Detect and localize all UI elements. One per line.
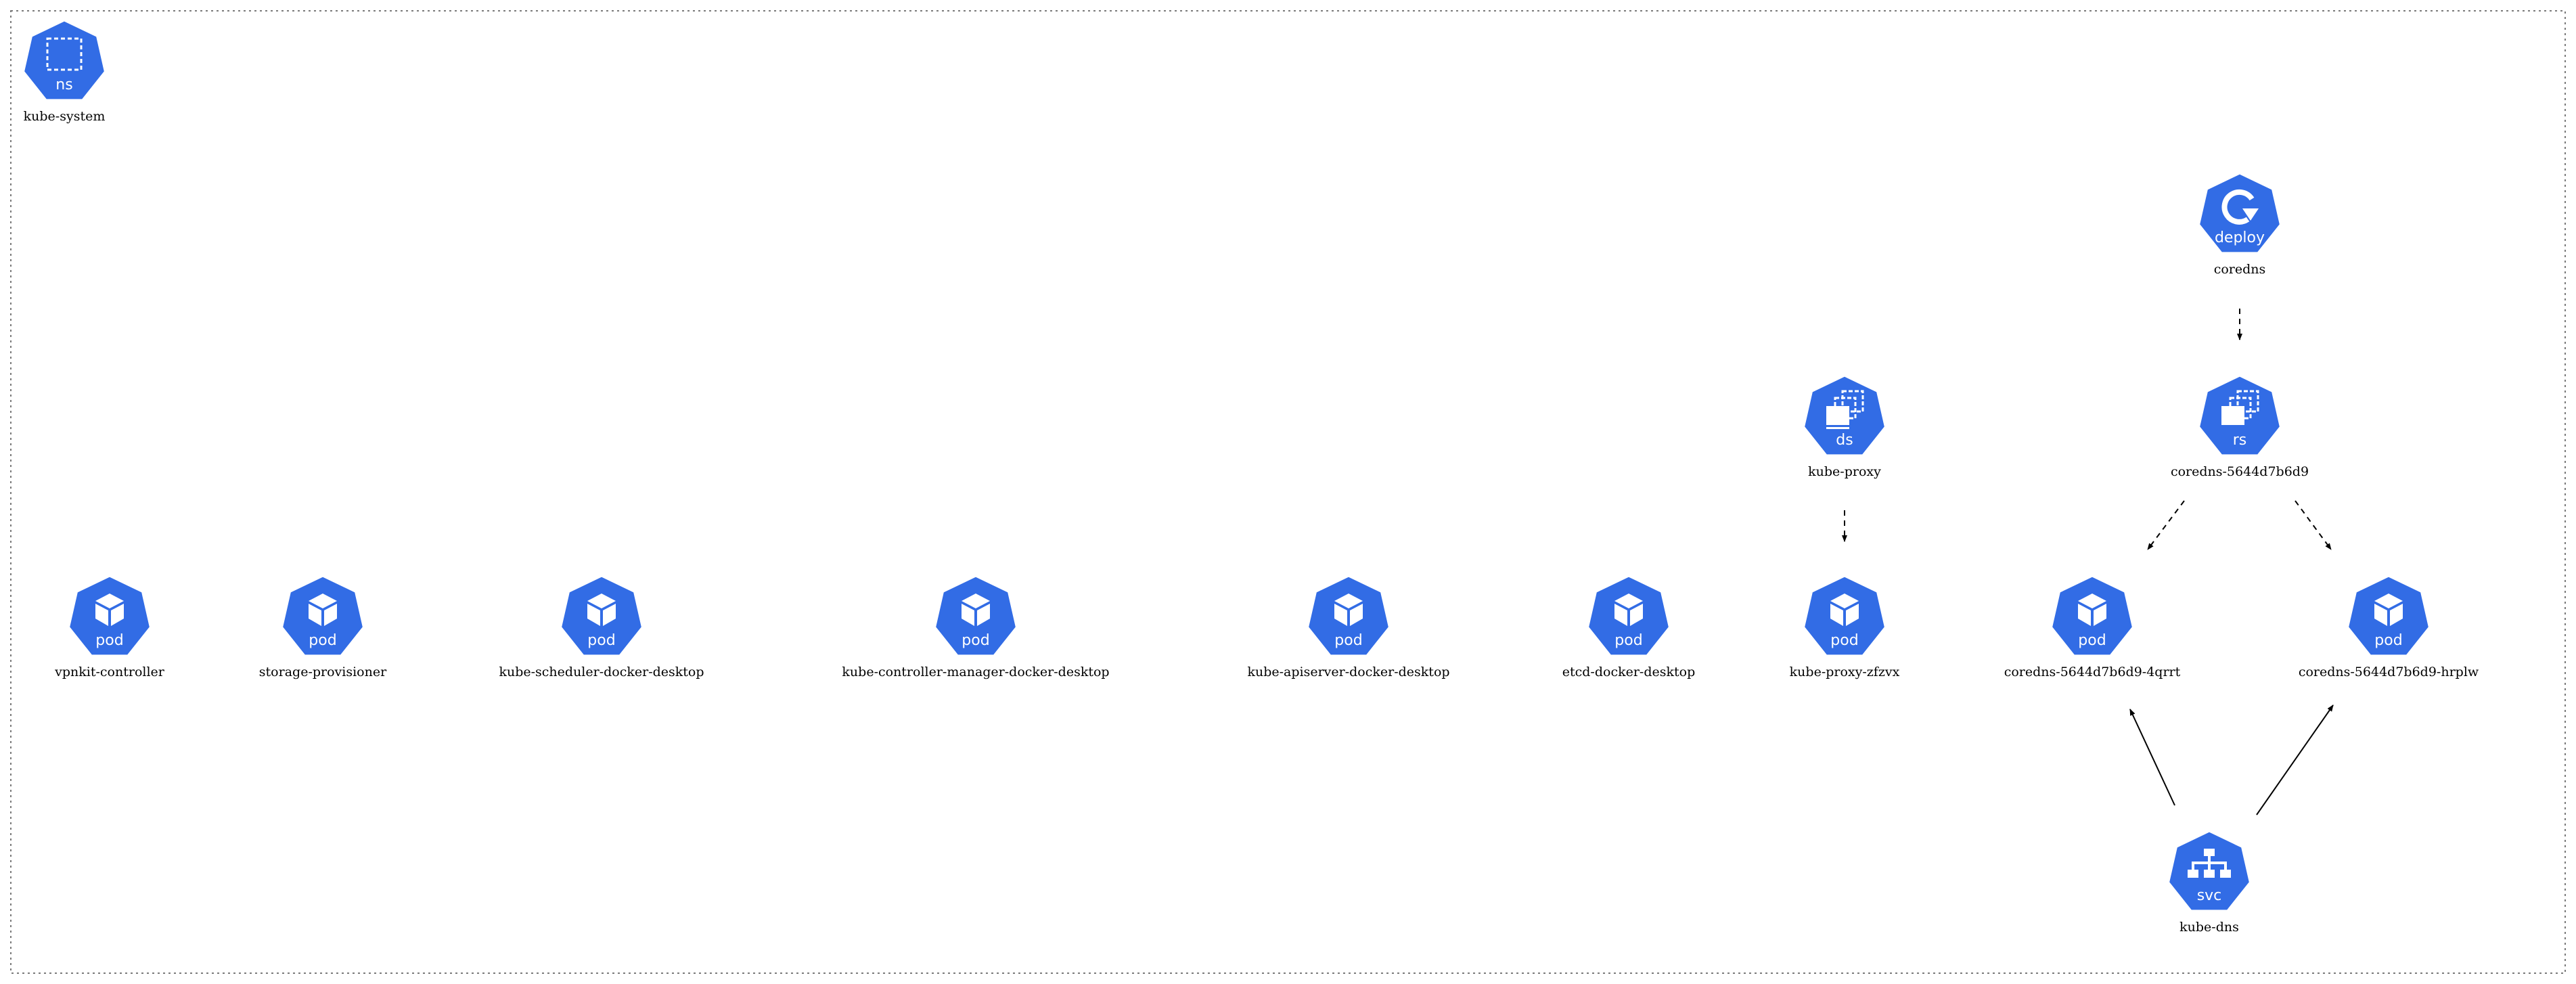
service-icon [2188, 849, 2231, 878]
node-pod-scheduler[interactable]: pod kube-scheduler-docker-desktop [499, 575, 704, 679]
pod-badge [2347, 575, 2431, 657]
node-label: kube-controller-manager-docker-desktop [842, 665, 1109, 679]
edge-rs-coredns-to-pod-coredns-2 [2295, 500, 2332, 550]
node-label: coredns [2214, 262, 2266, 277]
node-ns[interactable]: ns kube-system [22, 19, 106, 124]
node-pod-controller[interactable]: pod kube-controller-manager-docker-deskto… [842, 575, 1110, 679]
node-label: coredns-5644d7b6d9 [2171, 464, 2309, 479]
edge-rs-coredns-to-pod-coredns-1 [2147, 500, 2185, 550]
pod-badge [1587, 575, 1671, 657]
pod-icon [1614, 594, 1643, 626]
node-label: kube-scheduler-docker-desktop [499, 665, 704, 679]
node-label: kube-proxy [1808, 464, 1881, 479]
node-kind-label: pod [1334, 632, 1362, 649]
pod-badge [934, 575, 1018, 657]
node-deploy-coredns[interactable]: deploy coredns [2198, 172, 2282, 277]
node-label: coredns-5644d7b6d9-4qrrt [2004, 665, 2181, 679]
pod-icon [2374, 594, 2403, 626]
pod-badge [1307, 575, 1391, 657]
node-kind-label: pod [587, 632, 615, 649]
node-pod-storage[interactable]: pod storage-provisioner [259, 575, 387, 679]
node-kind-label: ds [1836, 432, 1853, 449]
edge-svc-kube-dns-to-pod-coredns-2 [2256, 705, 2334, 815]
node-rs-coredns[interactable]: rs coredns-5644d7b6d9 [2171, 374, 2309, 479]
ns-badge [22, 19, 106, 102]
deployment-icon [2221, 189, 2259, 225]
node-kind-label: pod [309, 632, 336, 649]
pod-icon [95, 594, 124, 626]
node-label: vpnkit-controller [54, 665, 165, 679]
cluster-border [10, 10, 2566, 974]
node-kind-label: svc [2197, 887, 2222, 904]
replicaset-icon [2221, 390, 2259, 425]
node-kind-label: deploy [2215, 229, 2265, 246]
pod-icon [1334, 594, 1363, 626]
node-kind-label: pod [2374, 632, 2402, 649]
node-pod-coredns-2[interactable]: pod coredns-5644d7b6d9-hrplw [2299, 575, 2479, 679]
daemonset-icon [1826, 390, 1864, 429]
node-pod-proxy[interactable]: pod kube-proxy-zfzvx [1790, 575, 1900, 679]
node-label: kube-dns [2179, 920, 2239, 935]
node-label: kube-apiserver-docker-desktop [1247, 665, 1449, 679]
node-pod-vpnkit[interactable]: pod vpnkit-controller [54, 575, 165, 679]
node-label: kube-proxy-zfzvx [1790, 665, 1900, 679]
node-label: etcd-docker-desktop [1562, 665, 1696, 679]
pod-badge [281, 575, 365, 657]
node-pod-etcd[interactable]: pod etcd-docker-desktop [1562, 575, 1696, 679]
node-kind-label: pod [962, 632, 989, 649]
node-kind-label: ns [55, 76, 72, 93]
pod-icon [2078, 594, 2106, 626]
deploy-badge [2198, 172, 2282, 254]
pod-icon [1830, 594, 1859, 626]
pod-icon [309, 594, 337, 626]
node-pod-apiserver[interactable]: pod kube-apiserver-docker-desktop [1247, 575, 1450, 679]
node-label: kube-system [24, 109, 106, 124]
nodes-layer: ns kube-system deploy coredns ds kube-proxy rs… [22, 19, 2479, 935]
node-kind-label: rs [2233, 432, 2247, 449]
node-kind-label: pod [95, 632, 123, 649]
pod-badge [1803, 575, 1886, 657]
pod-badge [560, 575, 643, 657]
pod-icon [962, 594, 990, 626]
node-pod-coredns-1[interactable]: pod coredns-5644d7b6d9-4qrrt [2004, 575, 2181, 679]
node-label: storage-provisioner [259, 665, 387, 679]
node-kind-label: pod [1614, 632, 1642, 649]
namespace-icon [46, 37, 83, 71]
node-kind-label: pod [1830, 632, 1858, 649]
node-svc-kube-dns[interactable]: svc kube-dns [2167, 830, 2251, 935]
node-ds-kube-proxy[interactable]: ds kube-proxy [1803, 374, 1886, 479]
pod-badge [2050, 575, 2134, 657]
edges-layer [1842, 309, 2334, 815]
edge-svc-kube-dns-to-pod-coredns-1 [2129, 709, 2175, 806]
node-kind-label: pod [2078, 632, 2106, 649]
node-label: coredns-5644d7b6d9-hrplw [2299, 665, 2479, 679]
pod-badge [68, 575, 152, 657]
pod-icon [587, 594, 616, 626]
